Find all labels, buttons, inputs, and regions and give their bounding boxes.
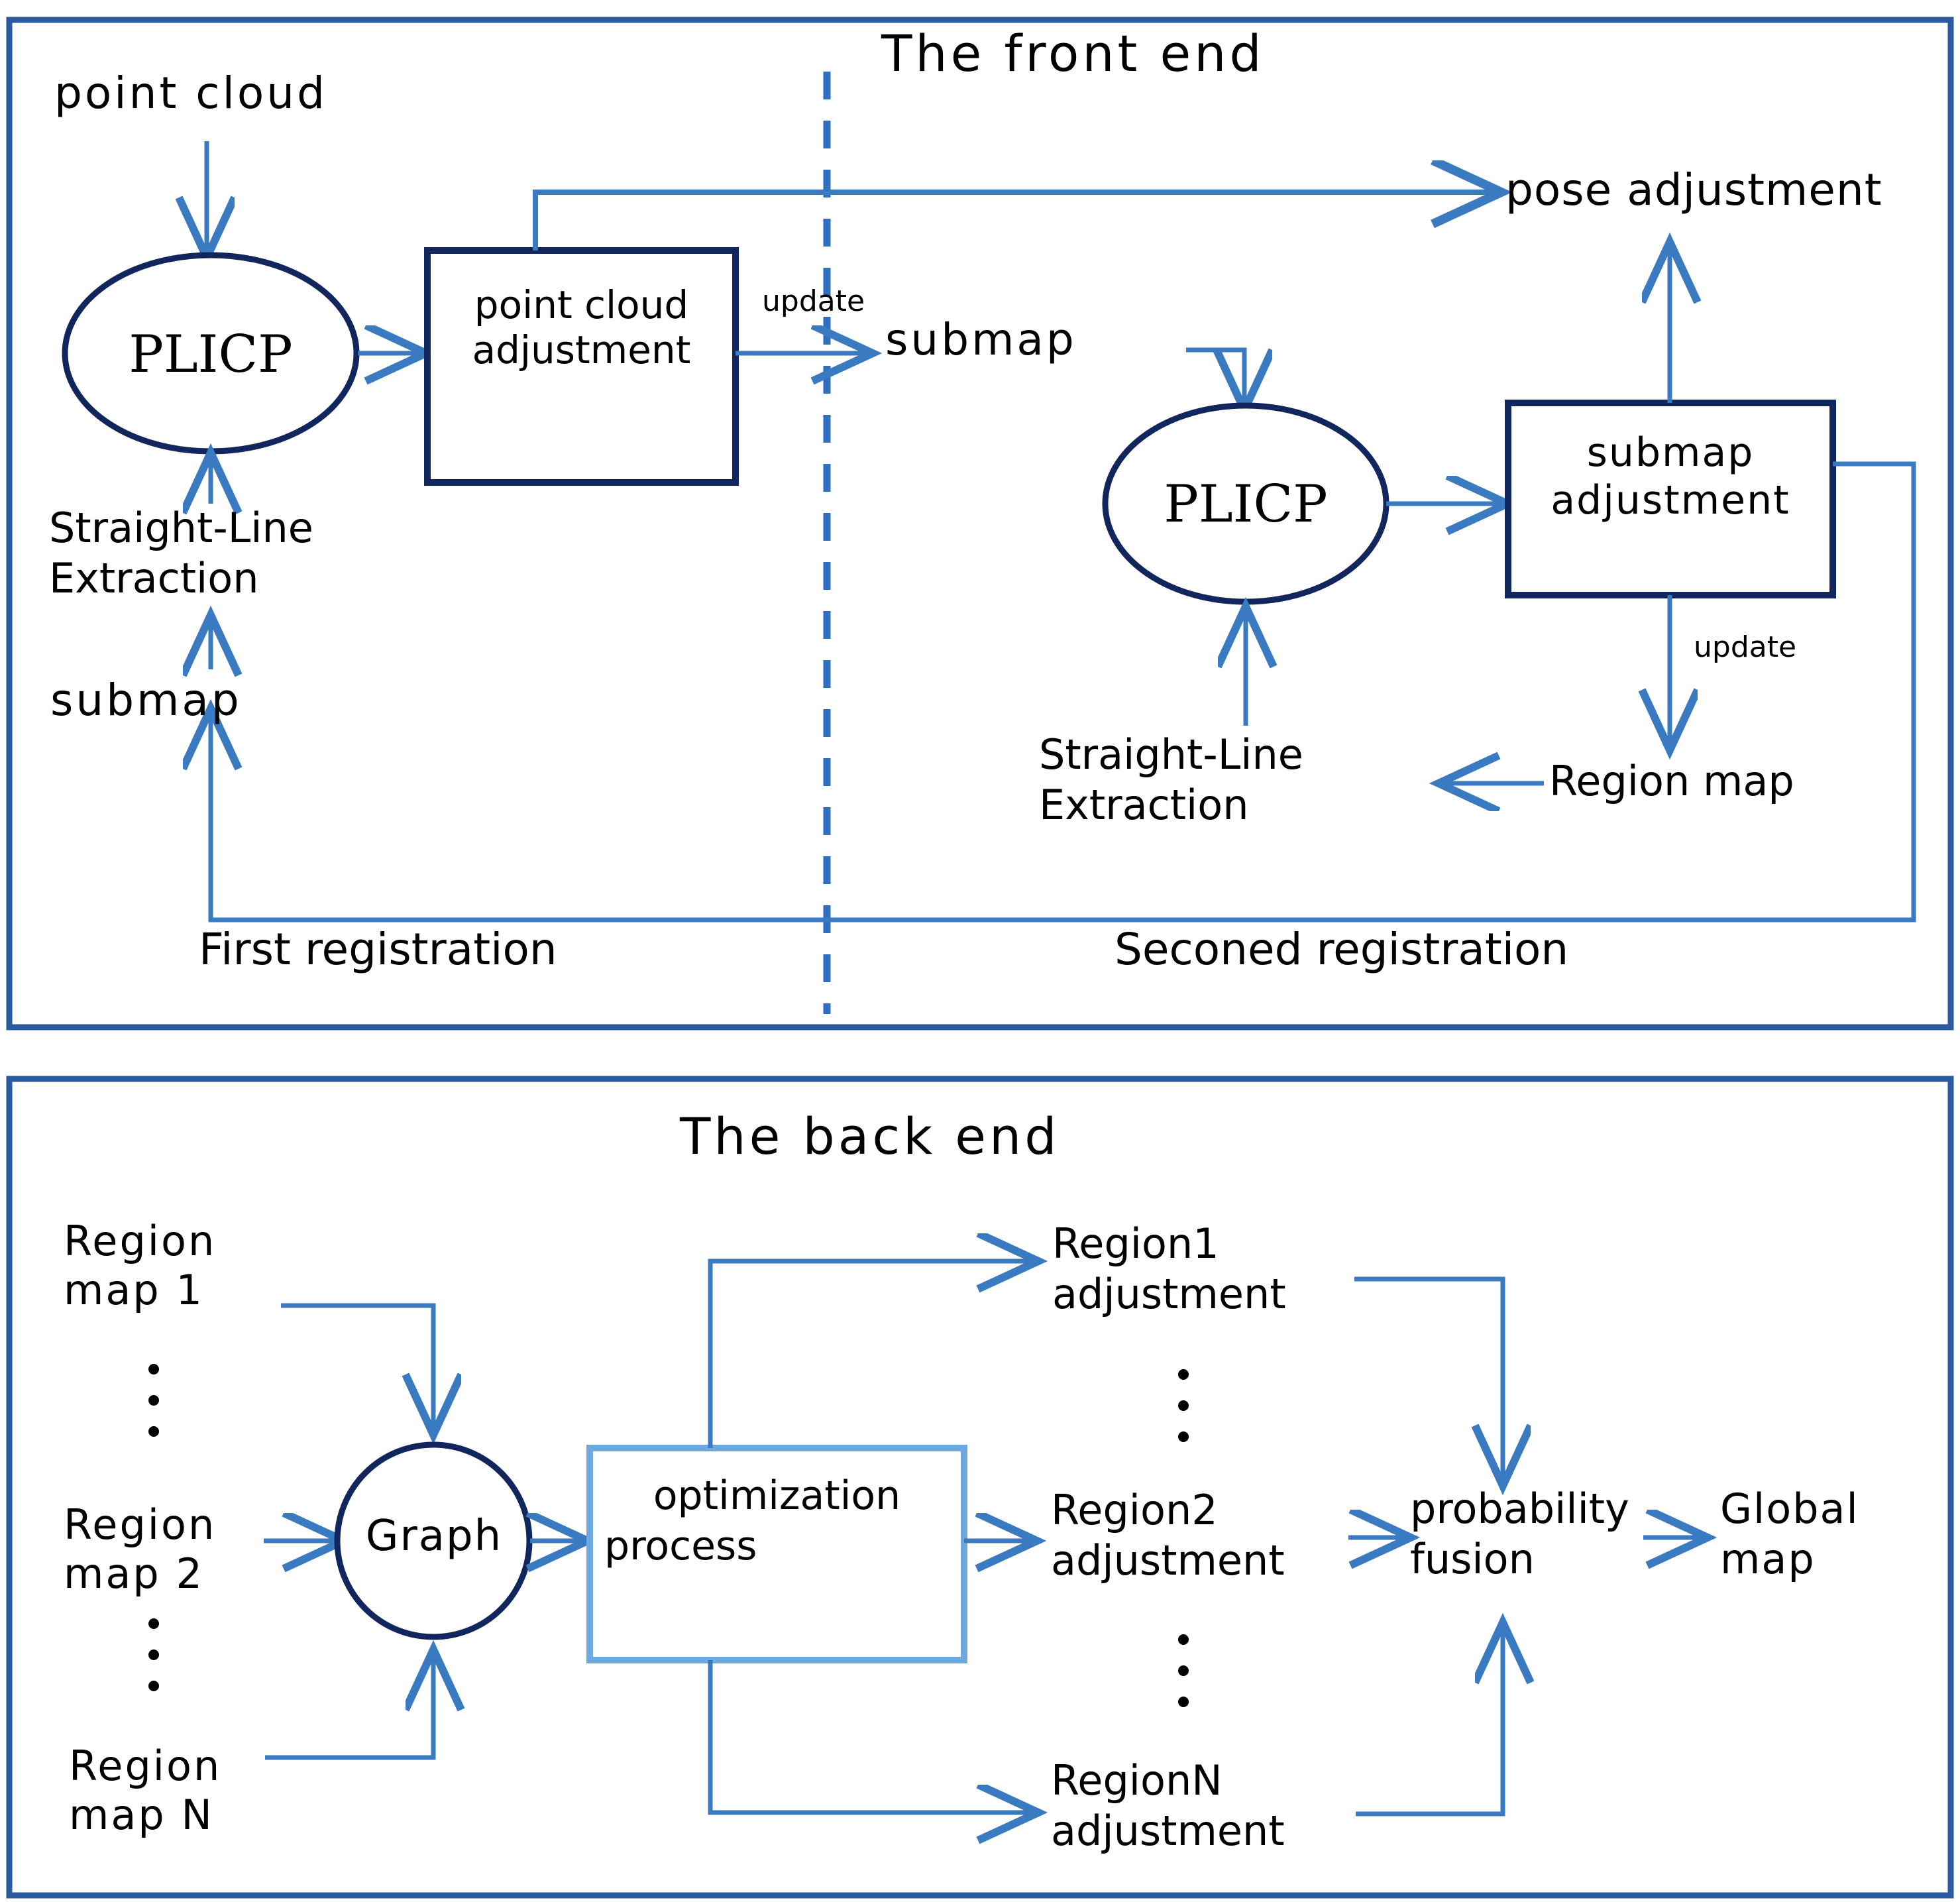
back-end-title: The back end: [680, 1107, 1060, 1166]
straight-line-extraction-left-line1: Straight-Line: [49, 504, 313, 552]
optimization-process-box: [586, 1445, 967, 1663]
submap-adjustment-line2: adjustment: [1551, 477, 1790, 524]
straight-line-extraction-right-line2: Extraction: [1039, 781, 1249, 829]
point-cloud-adjustment-line1: point cloud: [474, 282, 689, 327]
ellipsis-left-upper: [147, 1364, 160, 1437]
region2-adjustment-line1: Region2: [1051, 1486, 1218, 1534]
wire-regionmap1-to-graph: [281, 1303, 436, 1418]
region-map-1-line2: map 1: [64, 1266, 204, 1314]
wire-submap-to-plicp-right: [1186, 347, 1247, 394]
region2-adjustment-line2: adjustment: [1051, 1536, 1285, 1585]
wire-optimization-to-region1: [708, 1259, 1014, 1448]
submap-mid-label: submap: [885, 314, 1077, 365]
global-map-line1: Global: [1720, 1484, 1859, 1533]
point-cloud-label: point cloud: [54, 68, 328, 119]
front-end-panel-border: [6, 17, 1954, 1031]
caption-second-registration: Seconed registration: [1115, 924, 1569, 975]
caption-first-registration: First registration: [199, 924, 557, 975]
graph-label: Graph: [365, 1512, 503, 1561]
wire-regionmapn-to-graph: [265, 1670, 436, 1760]
ellipsis-right-lower: [1177, 1634, 1190, 1707]
submap-left-label: submap: [50, 675, 242, 726]
ellipsis-left-lower: [147, 1618, 160, 1691]
optimization-process-line2: process: [604, 1523, 757, 1569]
wire-region1-to-probability-fusion: [1354, 1276, 1505, 1465]
wire-feedback-loop-to-submap-left: [208, 461, 1916, 923]
submap-adjustment-box: [1505, 400, 1836, 598]
back-end-panel-border: [6, 1076, 1954, 1899]
pose-adjustment-label: pose adjustment: [1505, 164, 1882, 215]
region-map-2-line2: map 2: [64, 1549, 204, 1598]
ellipsis-right-upper: [1177, 1369, 1190, 1442]
point-cloud-adjustment-box: [424, 247, 739, 486]
region-map-2-line1: Region: [64, 1500, 217, 1549]
global-map-line2: map: [1720, 1535, 1816, 1583]
probability-fusion-line2: fusion: [1410, 1535, 1535, 1583]
plicp-right-label: PLICP: [1164, 475, 1328, 534]
wire-pca-to-pose-adjustment: [533, 190, 1479, 251]
region1-adjustment-line2: adjustment: [1052, 1270, 1286, 1318]
region-map-n-line1: Region: [69, 1742, 222, 1790]
wire-regionn-to-probability-fusion: [1356, 1644, 1505, 1817]
point-cloud-adjustment-line2: adjustment: [472, 327, 691, 372]
region-map-1-line1: Region: [64, 1217, 217, 1265]
submap-adjustment-line1: submap: [1586, 429, 1755, 476]
optimization-process-line1: optimization: [653, 1473, 901, 1519]
straight-line-extraction-right-line1: Straight-Line: [1039, 730, 1303, 779]
update-label-right: update: [1694, 630, 1797, 664]
region-map-n-line2: map N: [69, 1791, 214, 1839]
probability-fusion-line1: probability: [1410, 1484, 1629, 1533]
regionN-adjustment-line2: adjustment: [1051, 1807, 1285, 1855]
region1-adjustment-line1: Region1: [1052, 1219, 1219, 1268]
plicp-left-label: PLICP: [129, 325, 293, 384]
straight-line-extraction-left-line2: Extraction: [49, 554, 259, 602]
regionN-adjustment-line1: RegionN: [1051, 1756, 1223, 1805]
region-map-label: Region map: [1549, 757, 1794, 805]
wire-optimization-to-regionn: [708, 1660, 1014, 1815]
front-end-title: The front end: [881, 24, 1265, 83]
update-label-left: update: [762, 284, 865, 318]
